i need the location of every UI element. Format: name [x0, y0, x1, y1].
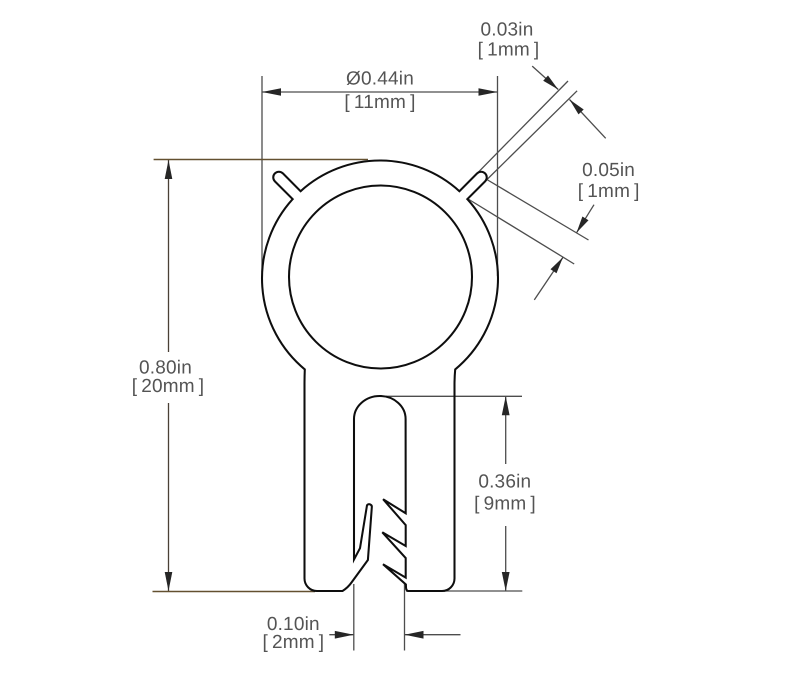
svg-text:0.05in: 0.05in [582, 160, 635, 181]
svg-text:[ 20mm ]: [ 20mm ] [132, 376, 205, 397]
svg-text:0.03in: 0.03in [481, 20, 534, 41]
svg-text:0.80in: 0.80in [139, 358, 192, 379]
svg-text:[ 1mm ]: [ 1mm ] [478, 40, 540, 61]
svg-text:Ø0.44in: Ø0.44in [346, 69, 414, 90]
svg-text:[ 11mm ]: [ 11mm ] [344, 92, 415, 113]
svg-text:0.10in: 0.10in [267, 614, 320, 635]
svg-text:[ 1mm ]: [ 1mm ] [578, 181, 640, 202]
svg-text:[ 2mm ]: [ 2mm ] [263, 632, 325, 653]
svg-text:[ 9mm ]: [ 9mm ] [474, 494, 536, 515]
svg-text:0.36in: 0.36in [478, 472, 531, 493]
